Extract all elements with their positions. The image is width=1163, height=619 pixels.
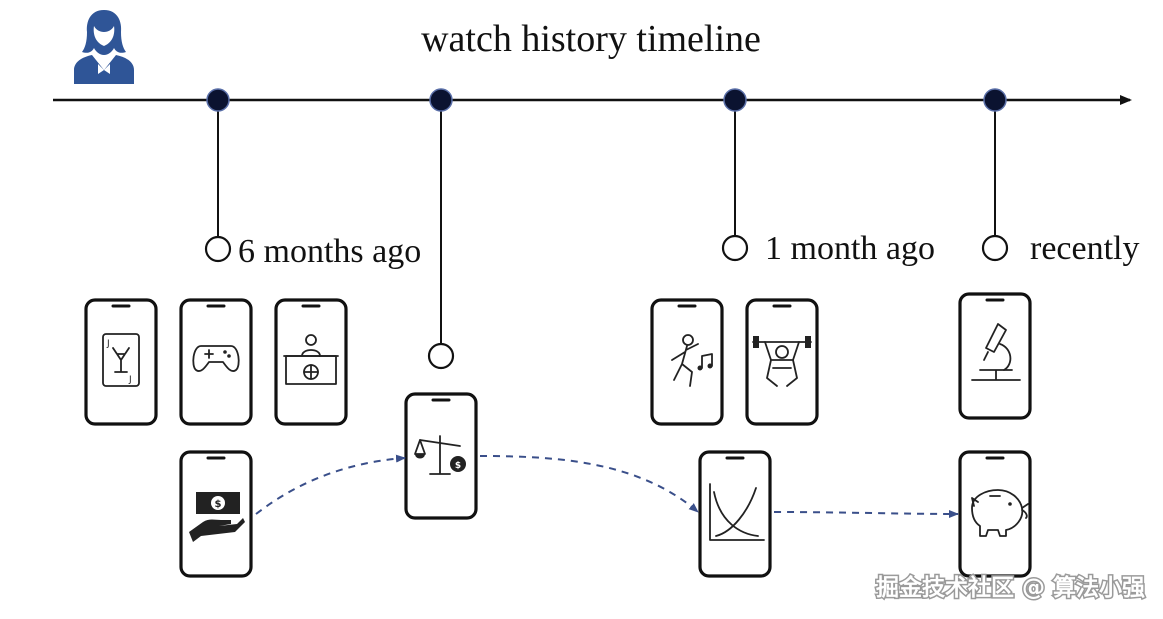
- milestone-label: 1 month ago: [765, 230, 935, 267]
- news-anchor-icon: [283, 334, 339, 385]
- playing-card-joker-icon: J J: [102, 333, 140, 387]
- phone-card: $: [404, 392, 478, 520]
- flow-arrow: [479, 455, 699, 513]
- svg-text:J: J: [128, 375, 132, 385]
- milestone-marker: [427, 342, 455, 370]
- timeline-node: [429, 88, 453, 112]
- phone-card: [745, 298, 819, 426]
- user-avatar-icon: [74, 10, 134, 84]
- flow-arrow: [773, 509, 959, 518]
- svg-text:$: $: [215, 499, 222, 510]
- weightlifter-icon: [752, 336, 812, 387]
- svg-text:$: $: [455, 461, 461, 471]
- watermark-text: 掘金技术社区 @ 算法小强: [876, 574, 1145, 601]
- timeline-node: [206, 88, 230, 112]
- supply-demand-chart-icon: [709, 483, 765, 541]
- phone-card: [958, 292, 1032, 420]
- money-hand-icon: $: [189, 492, 245, 542]
- phone-card: [650, 298, 724, 426]
- milestone-marker: [721, 234, 749, 262]
- microscope-icon: [971, 323, 1021, 381]
- phone-card: [698, 450, 772, 578]
- timeline-node: [723, 88, 747, 112]
- milestone-marker: [981, 234, 1009, 262]
- piggy-bank-icon: [971, 489, 1029, 537]
- flow-arrow: [255, 454, 406, 515]
- milestone-marker: [204, 235, 232, 263]
- phone-card: [179, 298, 253, 426]
- phone-card: [274, 298, 348, 426]
- phone-card: $: [179, 450, 253, 578]
- svg-text:J: J: [106, 339, 110, 349]
- milestone-label: 6 months ago: [238, 233, 421, 270]
- gamepad-icon: [192, 345, 240, 372]
- milestone-label: recently: [1030, 230, 1140, 267]
- dancer-music-icon: [671, 334, 713, 387]
- timeline-node: [983, 88, 1007, 112]
- phone-card: [958, 450, 1032, 578]
- diagram-title: watch history timeline: [421, 18, 761, 60]
- phone-card: J J: [84, 298, 158, 426]
- scale-money-icon: $: [414, 435, 466, 475]
